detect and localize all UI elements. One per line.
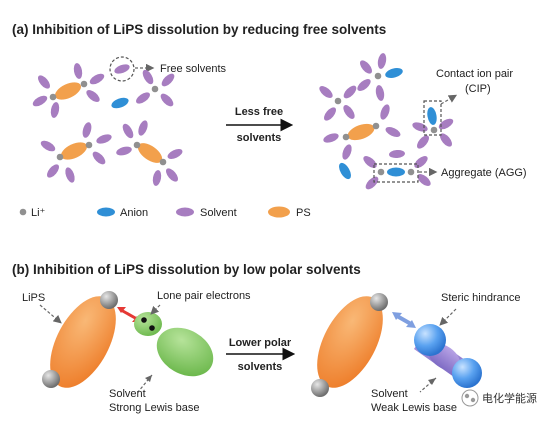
panel-a-left-solution: Free solvents: [32, 56, 227, 186]
panel-b-right: Steric hindrance Solvent Weak Lewis base: [311, 292, 521, 414]
legend-li-swatch: [19, 208, 27, 216]
left-solvent-label-line2: Strong Lewis base: [109, 402, 200, 414]
legend-solvent-swatch: [176, 207, 194, 217]
lips-end-atom: [42, 370, 60, 388]
weak-solvent-sphere: [452, 358, 482, 388]
lips-end-atom: [311, 379, 329, 397]
lone-pair-dot: [149, 325, 155, 331]
free-solvent-highlight: [109, 56, 135, 82]
coordination-arrow: [120, 308, 138, 321]
aggregate: [363, 149, 431, 190]
coordination-arrow-head: [117, 307, 126, 313]
steric-label: Steric hindrance: [441, 292, 521, 304]
solvated-ps-cluster: [32, 63, 105, 118]
legend-li-label: Li⁺: [31, 207, 46, 219]
solvated-ps-cluster: [323, 104, 401, 160]
panel-b-left: LiPS Lone pair electrons Solvent Strong …: [22, 290, 251, 414]
legend-anion-swatch: [97, 207, 115, 217]
steric-pointer: [439, 308, 457, 326]
lone-pair-pointer: [150, 304, 161, 315]
lips-body: [50, 296, 116, 388]
lips-pointer: [39, 304, 62, 324]
solvated-li-cluster: [136, 69, 175, 107]
steric-arrow-head: [392, 312, 402, 320]
weak-solvent-pointer: [419, 377, 437, 393]
left-solvent-label-line1: Solvent: [109, 388, 146, 400]
lone-pair-dot: [141, 317, 147, 323]
watermark-logo-icon: [461, 389, 479, 407]
arrow-b-label-line2: solvents: [238, 361, 283, 373]
weak-solvent-sphere: [414, 324, 446, 356]
lone-pair-label: Lone pair electrons: [157, 290, 251, 302]
legend-solvent-label: Solvent: [200, 207, 237, 219]
arrow-b-label-line1: Lower polar: [229, 337, 292, 349]
right-solvent-label-line1: Solvent: [371, 388, 408, 400]
cip-highlight-box: [423, 100, 442, 136]
lips-end-atom: [100, 291, 118, 309]
solvated-ps-cluster: [40, 122, 112, 183]
cip-label-line1: Contact ion pair: [436, 68, 513, 80]
watermark-text: 电化学能源: [482, 391, 537, 405]
steric-arrow-head: [406, 320, 416, 328]
agg-highlight-box: [373, 163, 419, 183]
agg-label: Aggregate (AGG): [441, 167, 527, 179]
lips-body: [317, 296, 383, 388]
strong-solvent-body: [156, 327, 214, 377]
panel-a-right-solution: Contact ion pair (CIP) Aggregate (AGG): [319, 53, 527, 190]
free-anion: [339, 162, 351, 180]
free-solvents-label: Free solvents: [160, 63, 227, 75]
free-solvent: [114, 64, 130, 74]
strong-solvent-pointer: [137, 374, 153, 393]
arrow-a-label-line2: solvents: [237, 132, 282, 144]
legend-anion-label: Anion: [120, 207, 148, 219]
lips-end-atom: [370, 293, 388, 311]
legend-ps-label: PS: [296, 207, 311, 219]
cip-pointer: [440, 94, 458, 105]
solvated-ps-cluster: [116, 120, 183, 186]
steric-arrow: [396, 314, 412, 326]
lips-label: LiPS: [22, 292, 45, 304]
panel-b-title: (b) Inhibition of LiPS dissolution by lo…: [12, 262, 361, 277]
free-anion: [111, 97, 129, 109]
legend-ps-swatch: [268, 206, 290, 218]
watermark: 电化学能源: [461, 389, 537, 407]
strong-solvent-head: [134, 312, 162, 336]
solvated-li-anion-cluster: [357, 53, 403, 101]
arrow-a-label-line1: Less free: [235, 106, 283, 118]
cip-label-line2: (CIP): [465, 83, 491, 95]
right-solvent-label-line2: Weak Lewis base: [371, 402, 457, 414]
legend: Li⁺ Anion Solvent PS: [19, 206, 311, 219]
contact-ion-pair: [412, 107, 454, 149]
panel-a-title: (a) Inhibition of LiPS dissolution by re…: [12, 22, 387, 37]
solvated-li-cluster: [319, 85, 357, 121]
